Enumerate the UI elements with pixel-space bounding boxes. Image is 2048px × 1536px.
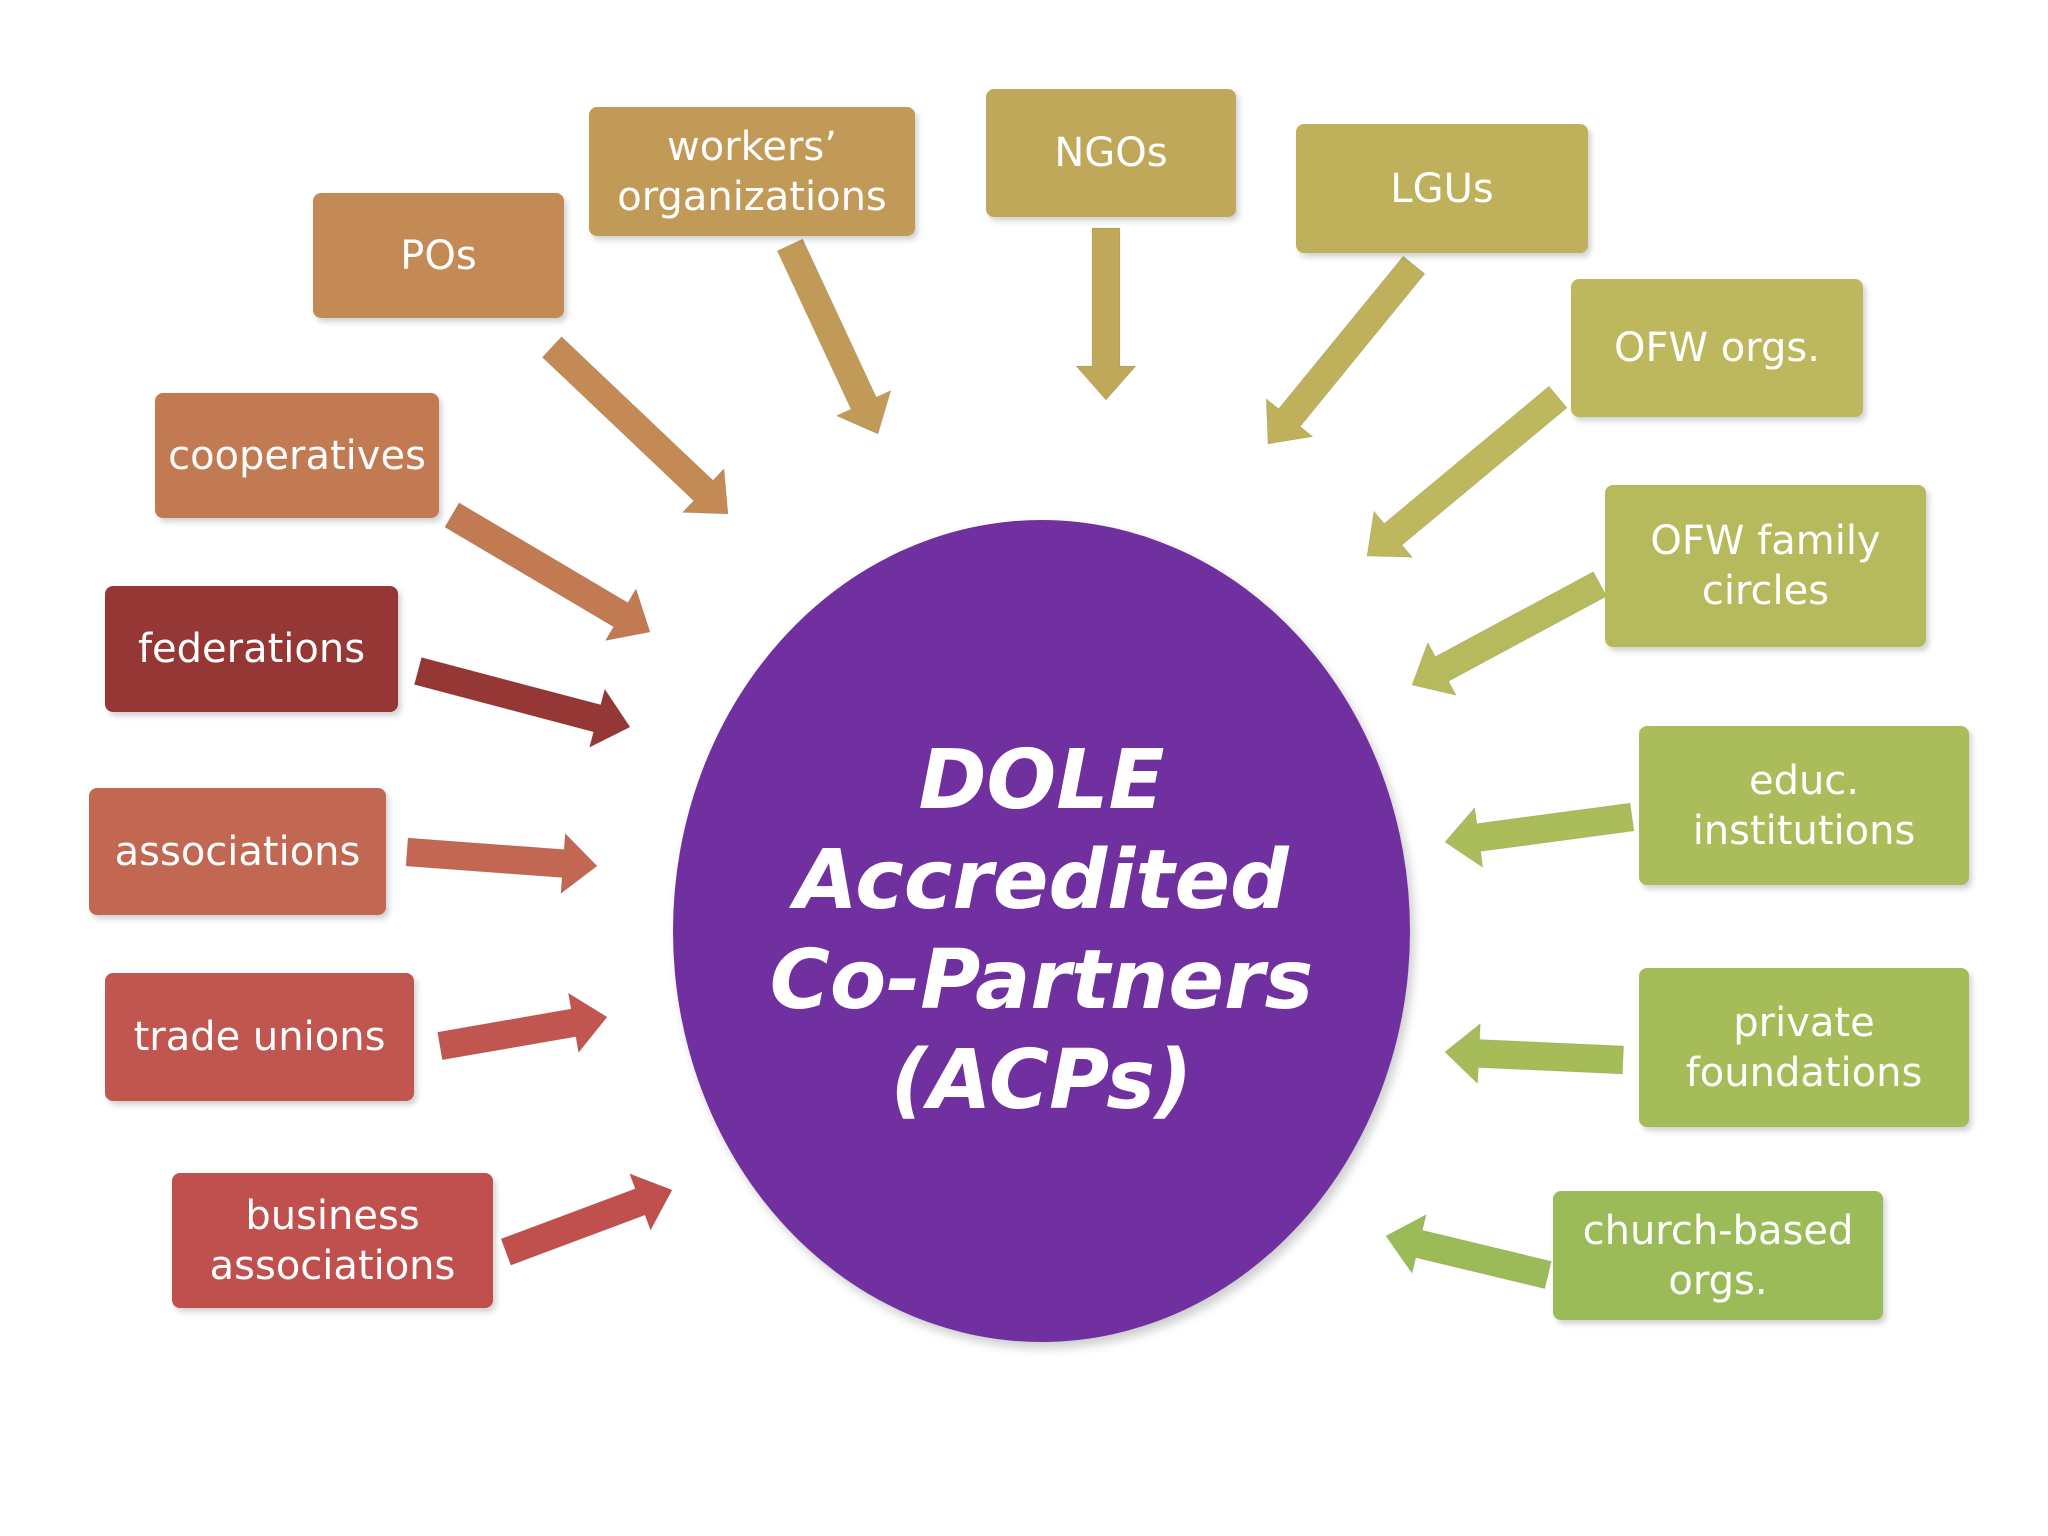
node-lgus: LGUs (1296, 124, 1588, 253)
arrow-pos (541, 336, 729, 515)
arrow-workers-organizations (776, 238, 892, 435)
arrow-lgus (1265, 255, 1426, 445)
arrow-ofw-family-circles (1411, 571, 1608, 697)
node-cooperatives: cooperatives (155, 393, 439, 518)
center-title: DOLE Accredited Co-Partners (ACPs) (769, 733, 1314, 1128)
arrow-trade-unions (437, 992, 608, 1061)
node-workers-organizations: workers’ organizations (589, 107, 915, 236)
node-ngos: NGOs (986, 89, 1236, 217)
node-ofw-family-circles: OFW family circles (1605, 485, 1926, 647)
arrow-educ-institutions (1444, 802, 1635, 869)
arrow-federations (413, 656, 631, 749)
node-educ-institutions: educ. institutions (1639, 726, 1969, 885)
node-associations: associations (89, 788, 386, 915)
arrow-ngos (1074, 227, 1138, 401)
node-pos: POs (313, 193, 564, 318)
center-circle: DOLE Accredited Co-Partners (ACPs) (673, 520, 1410, 1342)
node-trade-unions: trade unions (105, 973, 414, 1101)
node-business-associations: business associations (172, 1173, 493, 1308)
arrow-cooperatives (444, 502, 651, 642)
node-ofw-orgs: OFW orgs. (1571, 279, 1863, 417)
arrow-associations (405, 832, 598, 895)
arrow-private-foundations (1444, 1022, 1625, 1085)
arrow-business-associations (500, 1172, 673, 1266)
node-private-foundations: private foundations (1639, 968, 1969, 1127)
arrow-ofw-orgs (1366, 385, 1568, 558)
arrow-church-based-orgs (1385, 1213, 1552, 1290)
node-church-based-orgs: church-based orgs. (1553, 1191, 1883, 1320)
node-federations: federations (105, 586, 398, 712)
